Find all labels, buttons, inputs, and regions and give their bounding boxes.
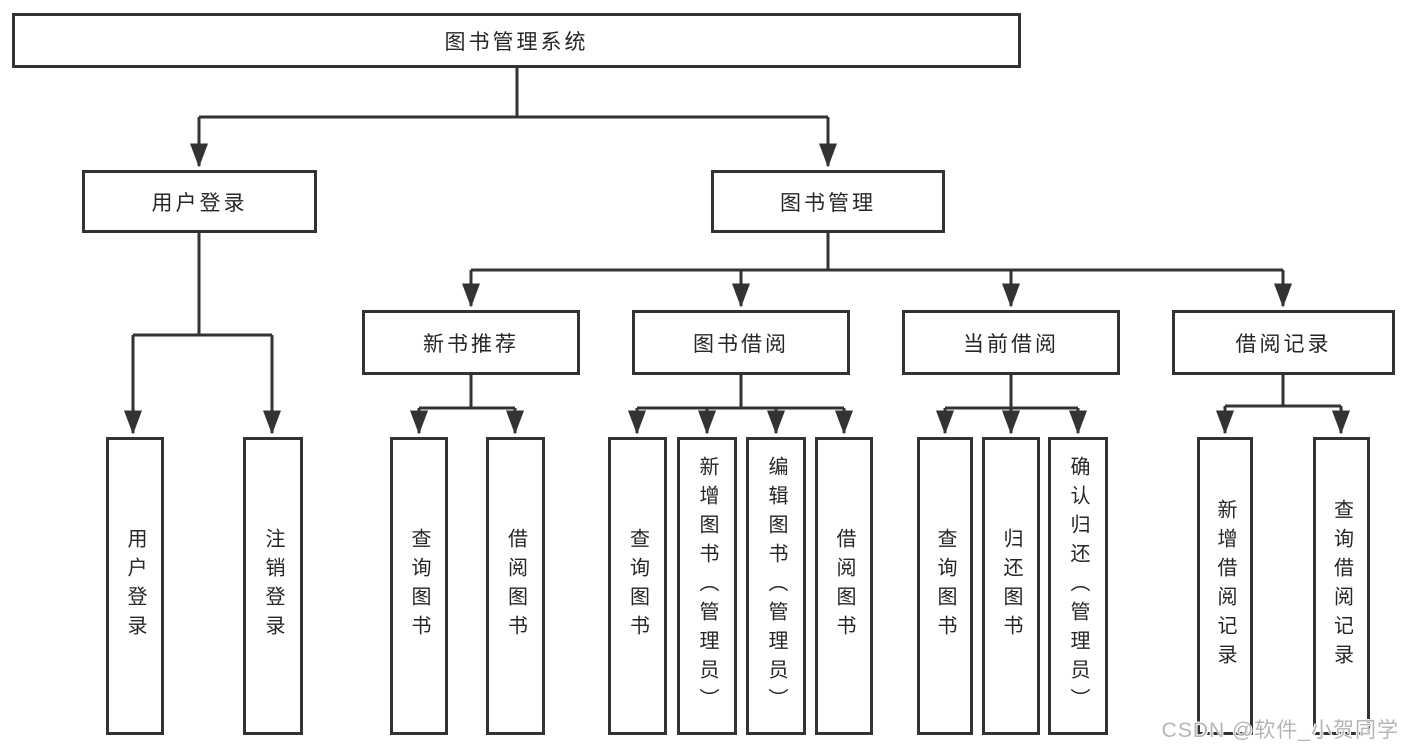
leaf-query-books-borrow: 查询图书 xyxy=(608,437,667,735)
node-user-login: 用户登录 xyxy=(82,170,317,233)
leaf-query-books-recommend: 查询图书 xyxy=(390,437,448,735)
leaf-query-borrow-record: 查询借阅记录 xyxy=(1313,437,1370,735)
leaf-label: 查询借阅记录 xyxy=(1330,499,1353,673)
leaf-confirm-return-admin: 确认归还（管理员） xyxy=(1048,437,1108,735)
leaf-edit-book-admin: 编辑图书（管理员） xyxy=(746,437,806,735)
leaf-label: 借阅图书 xyxy=(833,528,855,644)
leaf-add-borrow-record: 新增借阅记录 xyxy=(1197,437,1253,735)
leaf-label: 查询图书 xyxy=(408,528,430,644)
leaf-return-books: 归还图书 xyxy=(982,437,1040,735)
leaf-borrow-books: 借阅图书 xyxy=(815,437,873,735)
node-book-borrowing: 图书借阅 xyxy=(632,310,850,375)
leaf-logout: 注销登录 xyxy=(243,437,303,735)
leaf-label: 新增图书（管理员） xyxy=(696,455,718,717)
node-current-borrowing: 当前借阅 xyxy=(902,310,1120,375)
node-new-book-recommend: 新书推荐 xyxy=(362,310,580,375)
leaf-label: 用户登录 xyxy=(124,528,146,644)
leaf-label: 查询图书 xyxy=(626,528,649,644)
leaf-label: 归还图书 xyxy=(1000,528,1022,644)
node-root: 图书管理系统 xyxy=(12,13,1021,68)
leaf-user-login: 用户登录 xyxy=(106,437,164,735)
node-book-management: 图书管理 xyxy=(711,170,945,233)
leaf-label: 借阅图书 xyxy=(504,528,527,644)
node-borrowing-records: 借阅记录 xyxy=(1172,310,1395,375)
leaf-borrow-books-recommend: 借阅图书 xyxy=(486,437,545,735)
leaf-query-books-current: 查询图书 xyxy=(917,437,973,735)
leaf-label: 编辑图书（管理员） xyxy=(765,455,787,717)
leaf-add-book-admin: 新增图书（管理员） xyxy=(677,437,737,735)
leaf-label: 查询图书 xyxy=(934,528,956,644)
leaf-label: 新增借阅记录 xyxy=(1214,499,1236,673)
leaf-label: 确认归还（管理员） xyxy=(1067,455,1089,717)
csdn-watermark: CSDN @软件_小贺同学 xyxy=(1161,719,1399,742)
leaf-label: 注销登录 xyxy=(262,528,284,644)
